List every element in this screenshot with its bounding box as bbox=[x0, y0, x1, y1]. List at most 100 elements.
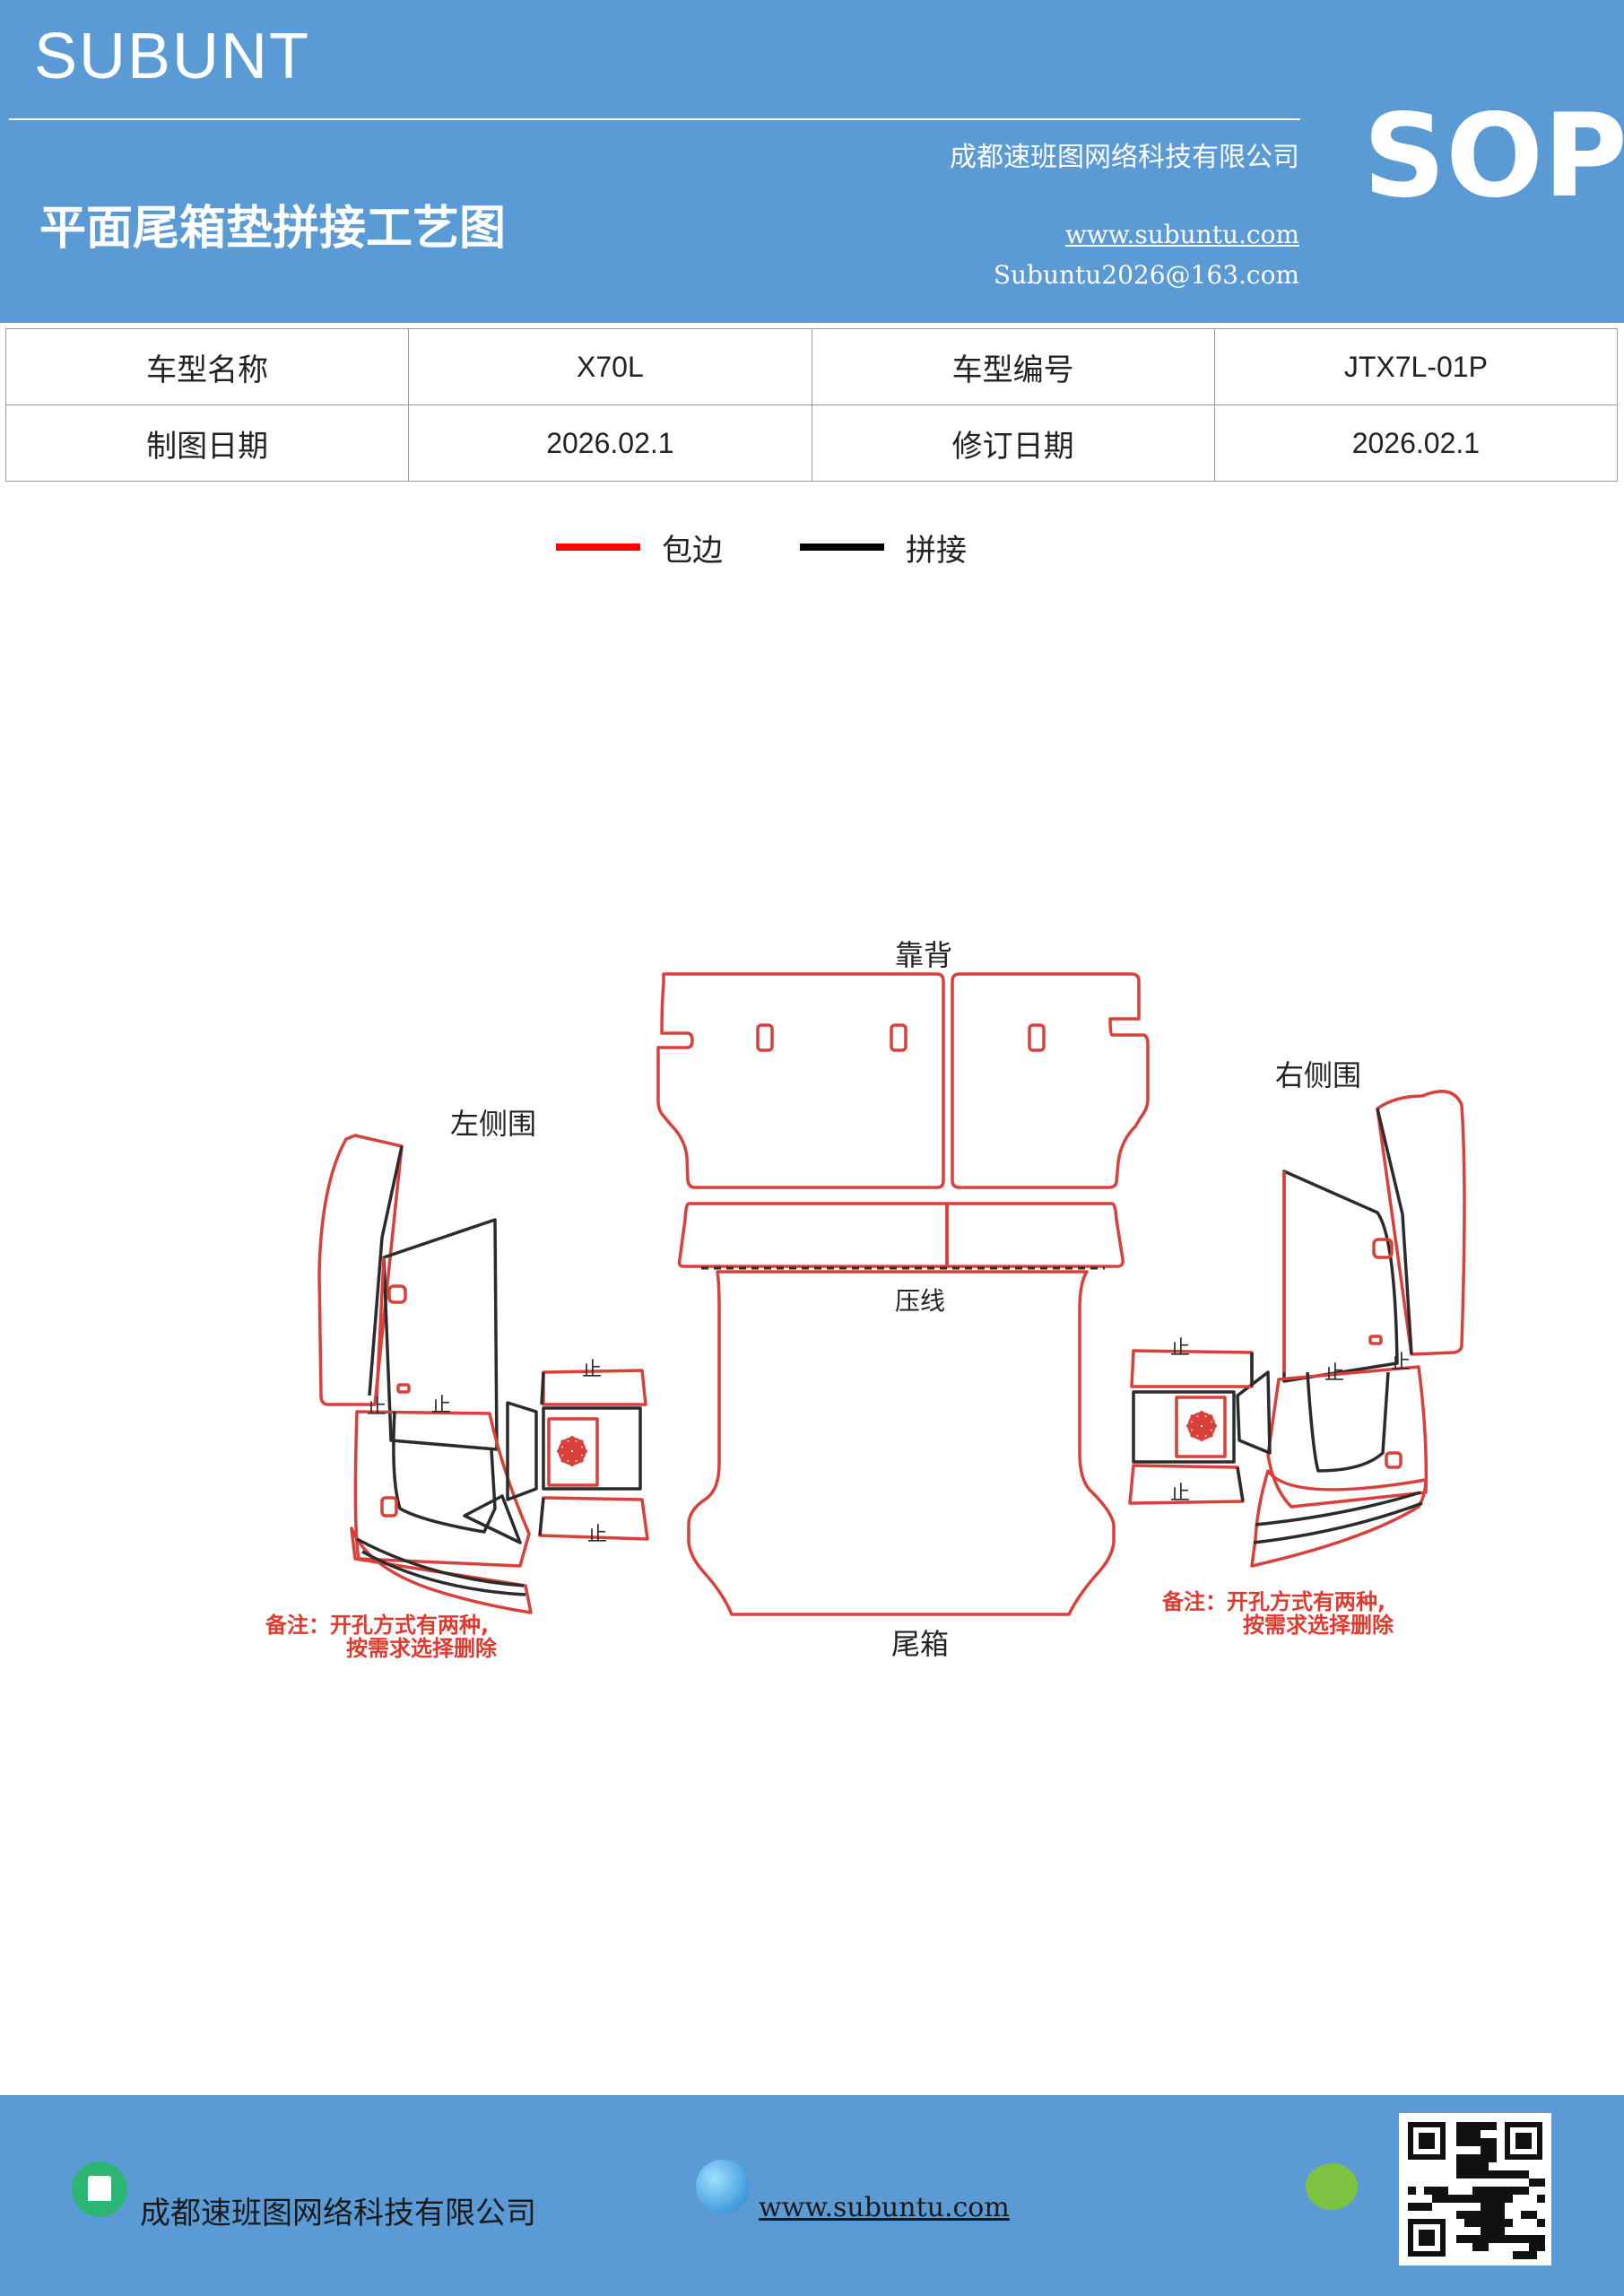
fan-petal bbox=[1190, 1426, 1202, 1438]
qr-module bbox=[1481, 2138, 1489, 2146]
left-bottom-flap-seam bbox=[538, 1497, 545, 1536]
fan-petal bbox=[560, 1439, 572, 1451]
qr-module bbox=[1464, 2235, 1472, 2243]
fan-hole-icon bbox=[1186, 1411, 1217, 1441]
qr-module bbox=[1481, 2187, 1489, 2195]
left-side-hole bbox=[387, 1284, 407, 1304]
qr-module bbox=[1456, 2130, 1464, 2138]
qr-module bbox=[1408, 2203, 1416, 2211]
qr-module bbox=[1497, 2219, 1505, 2227]
qr-module bbox=[1489, 2146, 1497, 2154]
footer-company-name: 成都速班图网络科技有限公司 bbox=[140, 2196, 536, 2231]
left-lower-hole bbox=[380, 1496, 398, 1518]
qr-module bbox=[1497, 2203, 1505, 2211]
website-link[interactable]: www.subuntu.com bbox=[1064, 220, 1299, 249]
qr-module bbox=[1489, 2211, 1497, 2219]
right-small-trap bbox=[1236, 1370, 1272, 1455]
qr-module bbox=[1529, 2179, 1537, 2187]
left-triangle bbox=[463, 1494, 522, 1544]
qr-module bbox=[1456, 2162, 1464, 2170]
footer-website-link[interactable]: www.subuntu.com bbox=[759, 2192, 1010, 2223]
qr-module bbox=[1537, 2243, 1545, 2251]
qr-module bbox=[1472, 2219, 1481, 2227]
qr-module bbox=[1529, 2243, 1537, 2251]
qr-module bbox=[1529, 2235, 1537, 2243]
qr-code-pattern bbox=[1408, 2122, 1545, 2259]
qr-module bbox=[1537, 2235, 1545, 2243]
table-row: 车型名称 X70L 车型编号 JTX7L-01P bbox=[4, 328, 1619, 405]
qr-module bbox=[1464, 2195, 1472, 2203]
qr-module bbox=[1424, 2203, 1432, 2211]
qr-module bbox=[1521, 2170, 1529, 2179]
qr-module bbox=[1521, 2251, 1529, 2259]
crease-label: 压线 bbox=[895, 1286, 945, 1316]
fan-petal bbox=[572, 1451, 584, 1463]
qr-module bbox=[1456, 2211, 1464, 2219]
header-divider bbox=[9, 118, 1300, 120]
backrest-hole bbox=[890, 1023, 908, 1052]
brand-name: SUBUNT bbox=[34, 21, 311, 92]
qr-module bbox=[1513, 2251, 1521, 2259]
qr-module bbox=[1456, 2138, 1464, 2146]
qr-module bbox=[1529, 2251, 1537, 2259]
backrest-hole bbox=[756, 1023, 774, 1052]
qr-module bbox=[1472, 2187, 1481, 2195]
qr-module bbox=[1481, 2203, 1489, 2211]
left-strip-seam bbox=[361, 1550, 526, 1596]
fan-petal bbox=[1202, 1426, 1213, 1438]
stop-mark: 止 bbox=[587, 1524, 607, 1546]
stop-mark: 止 bbox=[1324, 1362, 1344, 1385]
qr-module bbox=[1456, 2235, 1464, 2243]
qr-module bbox=[1472, 2243, 1481, 2251]
wechat-icon bbox=[1306, 2163, 1358, 2210]
qr-module bbox=[1464, 2154, 1472, 2162]
right-side-inner bbox=[1282, 1170, 1399, 1383]
qr-module bbox=[1505, 2170, 1513, 2179]
qr-module bbox=[1481, 2227, 1489, 2235]
qr-module bbox=[1472, 2122, 1481, 2130]
qr-code[interactable] bbox=[1399, 2113, 1551, 2266]
backrest-hole bbox=[1028, 1023, 1046, 1052]
left-top-flap-seam bbox=[540, 1371, 545, 1405]
qr-module bbox=[1464, 2138, 1472, 2146]
backrest-label: 靠背 bbox=[895, 938, 952, 972]
qr-module bbox=[1464, 2211, 1472, 2219]
qr-module bbox=[1497, 2195, 1505, 2203]
qr-module bbox=[1521, 2187, 1529, 2195]
qr-module bbox=[1481, 2219, 1489, 2227]
qr-module bbox=[1481, 2195, 1489, 2203]
right-lower-panel-seam bbox=[1306, 1371, 1390, 1473]
left-side-label: 左侧围 bbox=[450, 1107, 536, 1141]
qr-module bbox=[1489, 2138, 1497, 2146]
qr-module bbox=[1505, 2219, 1513, 2227]
qr-module bbox=[1472, 2195, 1481, 2203]
trunk-floor-panel bbox=[687, 1270, 1116, 1616]
value-model-code: JTX7L-01P bbox=[1213, 328, 1619, 405]
qr-module bbox=[1456, 2170, 1464, 2179]
middle-strip bbox=[945, 1202, 1125, 1268]
right-strip-seam bbox=[1255, 1491, 1421, 1526]
stop-mark: 止 bbox=[1170, 1337, 1190, 1360]
qr-module bbox=[1472, 2154, 1481, 2162]
label-draw-date: 制图日期 bbox=[4, 404, 410, 482]
qr-module bbox=[1481, 2146, 1489, 2154]
value-revise-date: 2026.02.1 bbox=[1213, 404, 1619, 482]
left-strip-seam bbox=[356, 1537, 525, 1587]
left-fan-box bbox=[547, 1417, 599, 1487]
qr-module bbox=[1464, 2162, 1472, 2170]
qr-module bbox=[1489, 2235, 1497, 2243]
header-banner: SUBUNT 平面尾箱垫拼接工艺图 成都速班图网络科技有限公司 www.subu… bbox=[0, 0, 1624, 323]
qr-module bbox=[1464, 2219, 1472, 2227]
right-top-flap bbox=[1130, 1349, 1254, 1388]
qr-module bbox=[1464, 2130, 1472, 2138]
right-side-outer bbox=[1376, 1090, 1466, 1356]
right-side-seam bbox=[1376, 1108, 1413, 1355]
qr-module bbox=[1521, 2211, 1529, 2219]
stop-mark: 止 bbox=[431, 1395, 451, 1417]
qr-module bbox=[1489, 2122, 1497, 2130]
left-fan-cover bbox=[542, 1406, 642, 1491]
qr-module bbox=[1537, 2195, 1545, 2203]
right-bottom-flap-seam bbox=[1236, 1466, 1245, 1502]
right-strip bbox=[1250, 1469, 1428, 1568]
